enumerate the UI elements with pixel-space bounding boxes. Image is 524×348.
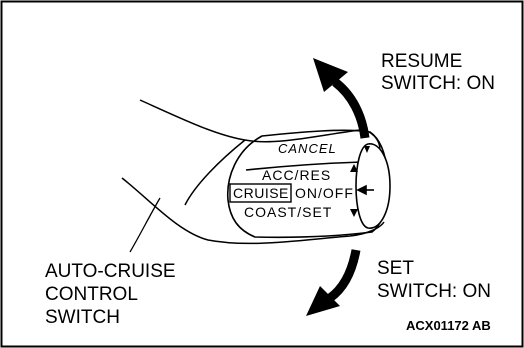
cruise-box	[229, 183, 292, 203]
on-off-label: ON/OFF	[295, 185, 354, 201]
auto-cruise-label-line1: AUTO-CRUISE	[45, 261, 176, 282]
auto-cruise-label-line2: CONTROL	[45, 284, 138, 305]
acc-res-label: ACC/RES	[262, 167, 331, 183]
acc-res-up-arrow-icon	[350, 164, 358, 172]
resume-label-line2: SWITCH: ON	[381, 73, 495, 94]
auto-cruise-label-line3: SWITCH	[45, 307, 120, 328]
resume-label-line1: RESUME	[381, 51, 463, 72]
leader-line	[129, 197, 161, 253]
set-label-line2: SWITCH: ON	[377, 281, 491, 302]
rocker-knob	[355, 143, 391, 229]
set-arrow-icon	[306, 249, 361, 316]
set-label-line1: SET	[377, 258, 414, 279]
resume-arrow-icon	[313, 58, 370, 139]
coast-set-down-arrow-icon	[350, 209, 358, 217]
cruise-label: CRUISE	[233, 185, 289, 201]
lever-stalk	[121, 99, 385, 245]
figure-code: ACX01172 AB	[406, 318, 491, 333]
cancel-label: CANCEL	[278, 141, 337, 156]
cancel-arrow-icon	[364, 146, 370, 153]
coast-set-label: COAST/SET	[244, 204, 332, 220]
